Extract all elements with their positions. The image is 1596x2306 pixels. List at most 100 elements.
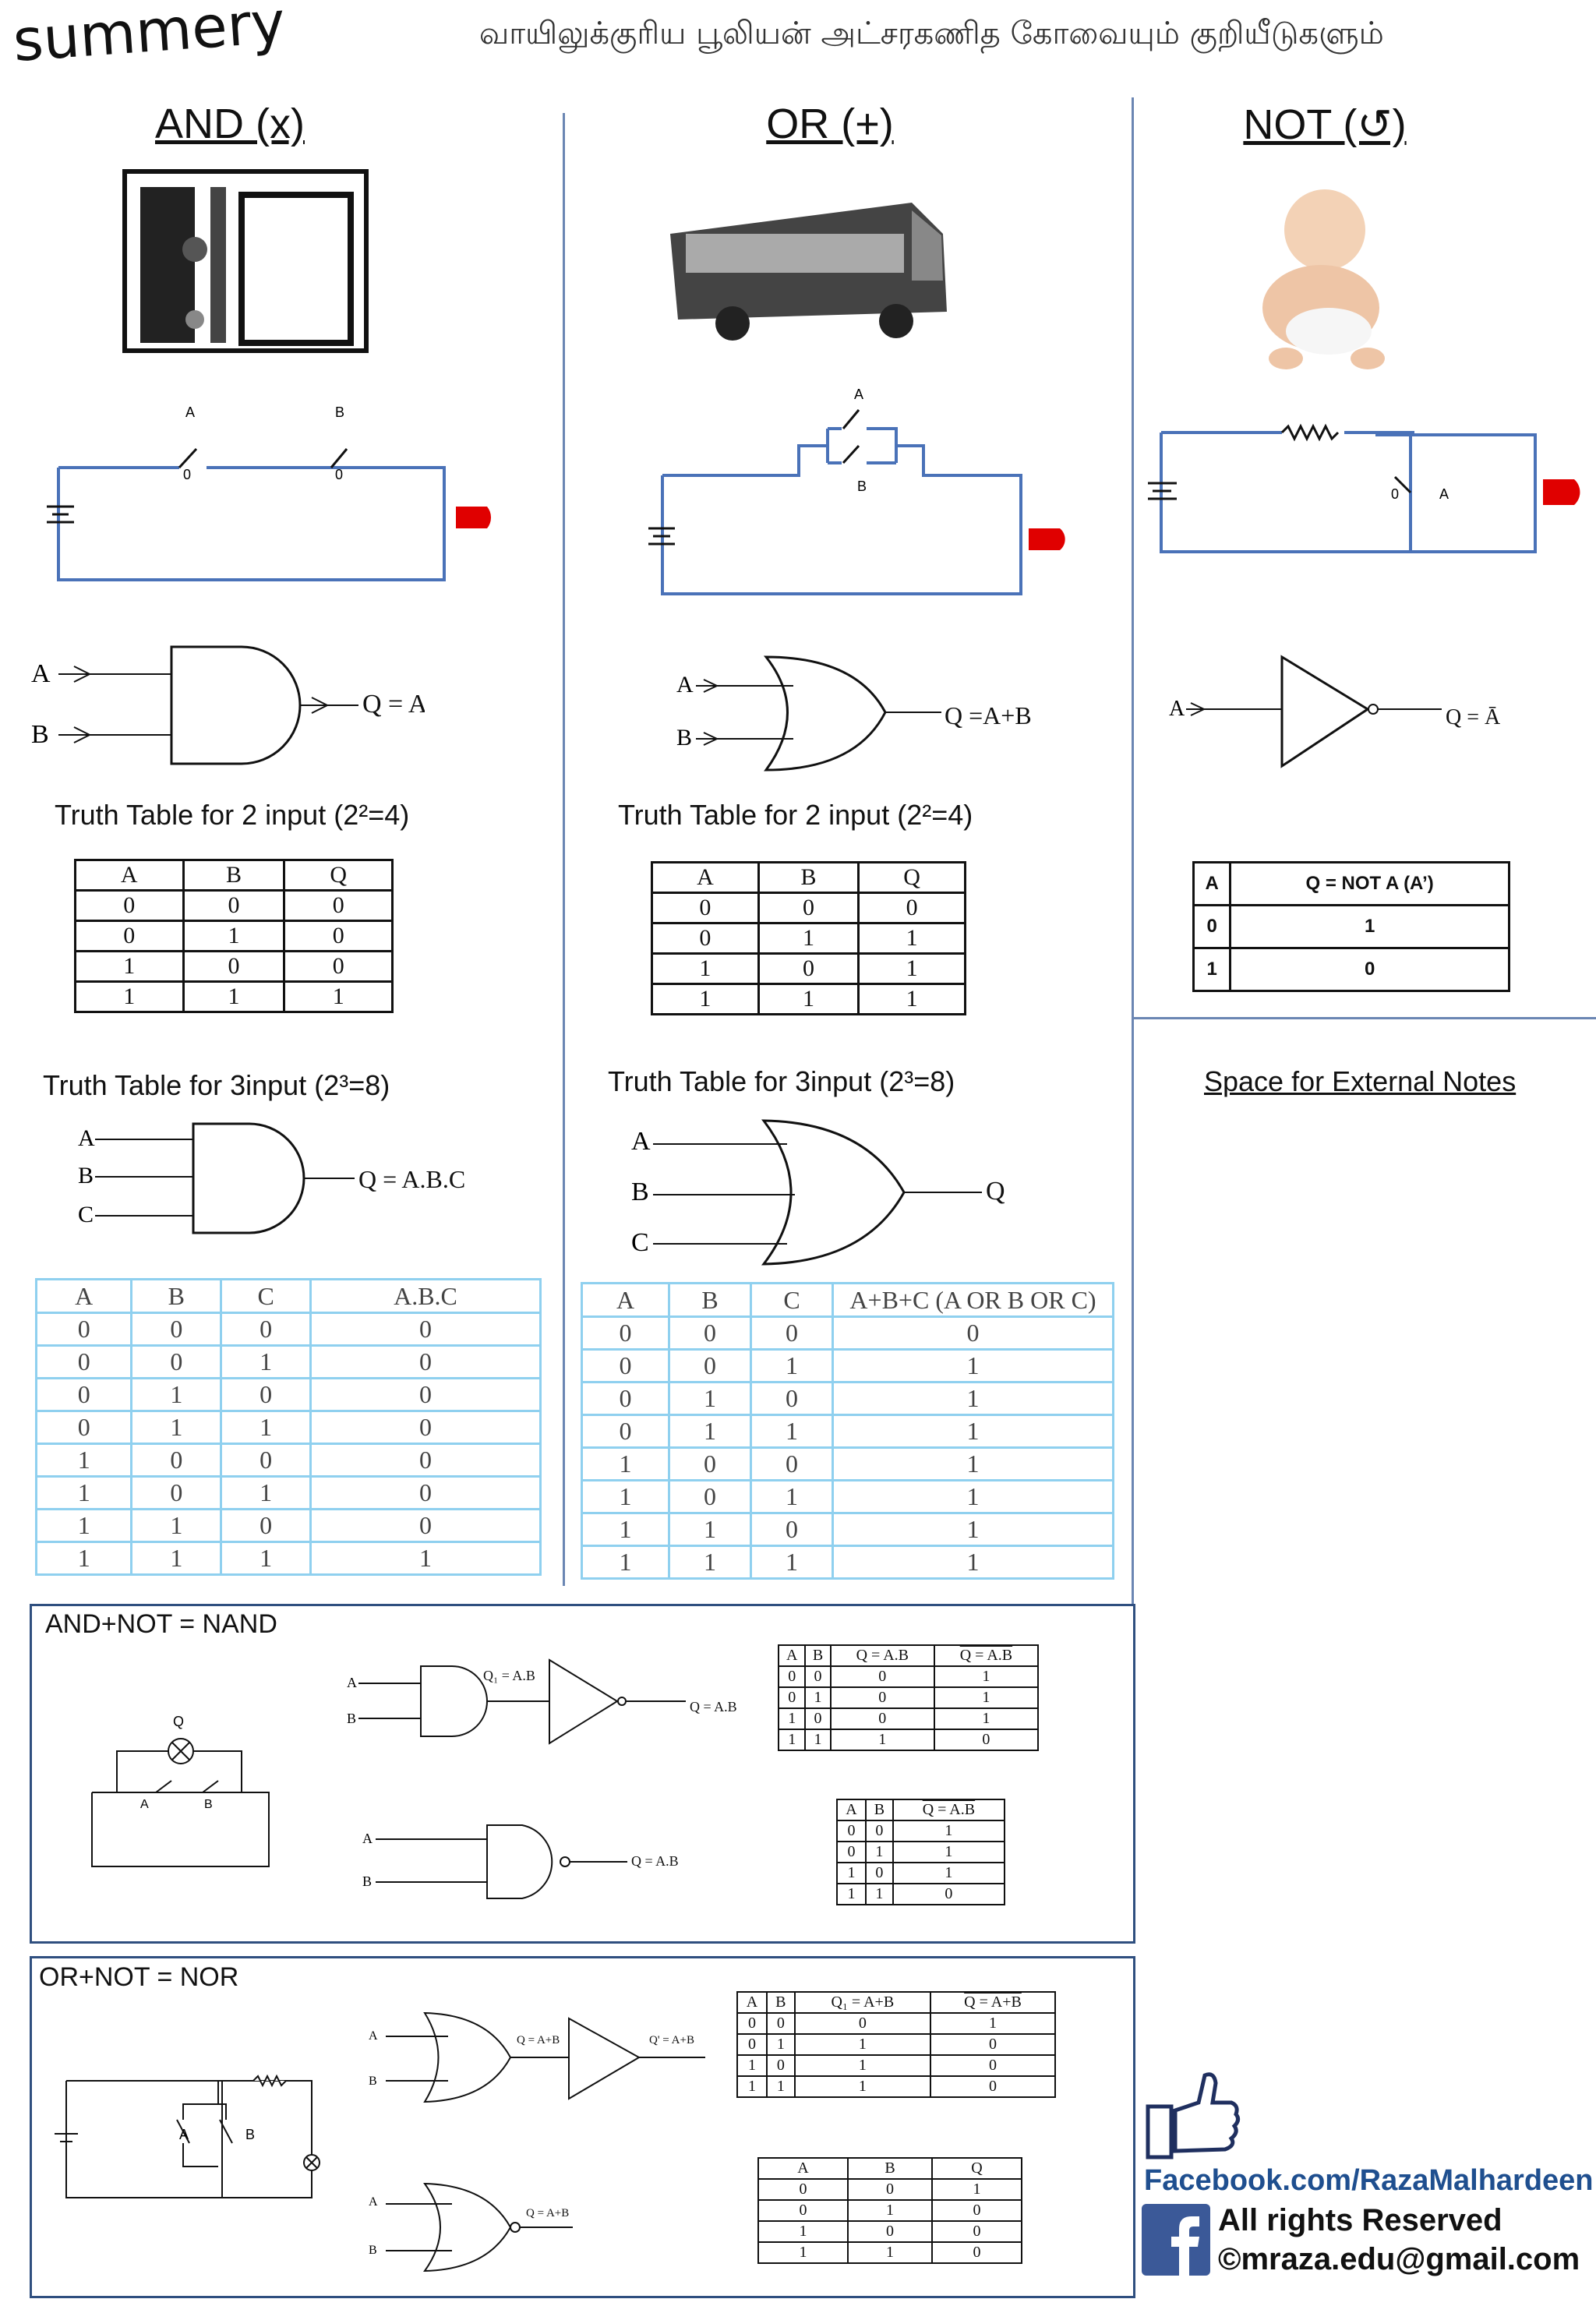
cell: 0 (829, 1707, 935, 1730)
cell: 1 (736, 2054, 768, 2077)
cell: 1 (832, 1512, 1114, 1547)
cell: 0 (757, 2199, 849, 2222)
cell: 1 (220, 1344, 312, 1379)
cell: 1 (74, 950, 185, 983)
col-header: Q = A+B (930, 1991, 1056, 2014)
col-header: A (74, 859, 185, 892)
cell: 1 (757, 983, 860, 1015)
cell: 1 (793, 2075, 932, 2098)
cell: 1 (220, 1475, 312, 1510)
cell: 0 (736, 2012, 768, 2035)
facebook-link[interactable]: Facebook.com/RazaMalhardeen (1144, 2164, 1594, 2197)
cell: 0 (931, 2199, 1022, 2222)
svg-text:B: B (335, 404, 344, 420)
col-header: A (736, 1991, 768, 2014)
nand-q-label: Q = A.B (690, 1699, 737, 1714)
cell: 0 (34, 1312, 133, 1347)
svg-text:B: B (857, 479, 867, 494)
svg-text:A: A (362, 1831, 373, 1846)
notes-label: Space for External Notes (1204, 1065, 1517, 1097)
and-tt2-caption: Truth Table for 2 input (2²=4) (55, 799, 410, 831)
cell: 1 (777, 1729, 807, 1751)
cell: 0 (931, 2220, 1022, 2243)
cell: 1 (933, 1665, 1040, 1688)
cell: 0 (736, 2033, 768, 2056)
cell: 1 (865, 1883, 894, 1905)
col-header: A+B+C (A OR B OR C) (832, 1282, 1114, 1318)
cell: 1 (750, 1348, 834, 1383)
cell: 1 (580, 1446, 671, 1481)
cell: 1 (668, 1414, 752, 1449)
and-gate-output-label: Q = A (362, 690, 425, 719)
table-header-row: A B C A.B.C (34, 1278, 542, 1314)
cell: 0 (832, 1315, 1114, 1351)
svg-text:B: B (631, 1178, 649, 1206)
cell: 0 (829, 1665, 935, 1688)
svg-text:A: A (31, 659, 51, 688)
cell: 0 (829, 1686, 935, 1709)
cell: 0 (580, 1348, 671, 1383)
cell: 1 (832, 1348, 1114, 1383)
cell: 1 (651, 983, 760, 1015)
svg-text:A: A (631, 1127, 651, 1156)
cell: 0 (846, 2220, 934, 2243)
svg-text:A: A (179, 2127, 189, 2142)
cell: 0 (750, 1381, 834, 1416)
cell: 1 (74, 980, 185, 1013)
col-header: A.B.C (309, 1278, 542, 1314)
door-illustration (122, 169, 369, 353)
and-heading: AND (x) (155, 101, 305, 147)
nand-switch-circuit: Q A B (91, 1714, 270, 1867)
or-circuit: A B (648, 387, 1065, 595)
cell: 1 (651, 952, 760, 985)
cell: 1 (846, 2241, 934, 2264)
cell: 0 (765, 2012, 796, 2035)
svg-text:B: B (369, 2244, 377, 2257)
nor-switch-circuit: A B (55, 2074, 320, 2198)
col-header: A (757, 2157, 849, 2180)
cell: 1 (750, 1545, 834, 1580)
and-gate3-output-label: Q = A.B.C (358, 1165, 466, 1193)
col-header: Q₁ = A+B (793, 1991, 932, 2014)
cell: 0 (309, 1508, 542, 1543)
cell: 0 (836, 1841, 867, 1863)
not-gate: A (1169, 655, 1442, 768)
cell: 0 (309, 1344, 542, 1379)
cell: 1 (836, 1862, 867, 1884)
cell: 1 (750, 1414, 834, 1449)
col-header: A (836, 1799, 867, 1821)
col-header: B (668, 1282, 752, 1318)
cell: 0 (1192, 904, 1232, 949)
cell: 0 (777, 1686, 807, 1709)
nand-and-not-gates: A B (347, 1658, 686, 1745)
cell: 0 (804, 1665, 832, 1688)
or-heading: OR (+) (766, 101, 894, 147)
cell: 0 (757, 2178, 849, 2201)
cell: 1 (1192, 947, 1232, 992)
col-header: B (846, 2157, 934, 2180)
not-circuit: 0 A (1148, 423, 1580, 553)
cell: 0 (930, 2054, 1056, 2077)
cell: 0 (651, 892, 760, 924)
svg-text:C: C (78, 1202, 94, 1227)
cell: 1 (836, 1883, 867, 1905)
cell: 0 (580, 1414, 671, 1449)
